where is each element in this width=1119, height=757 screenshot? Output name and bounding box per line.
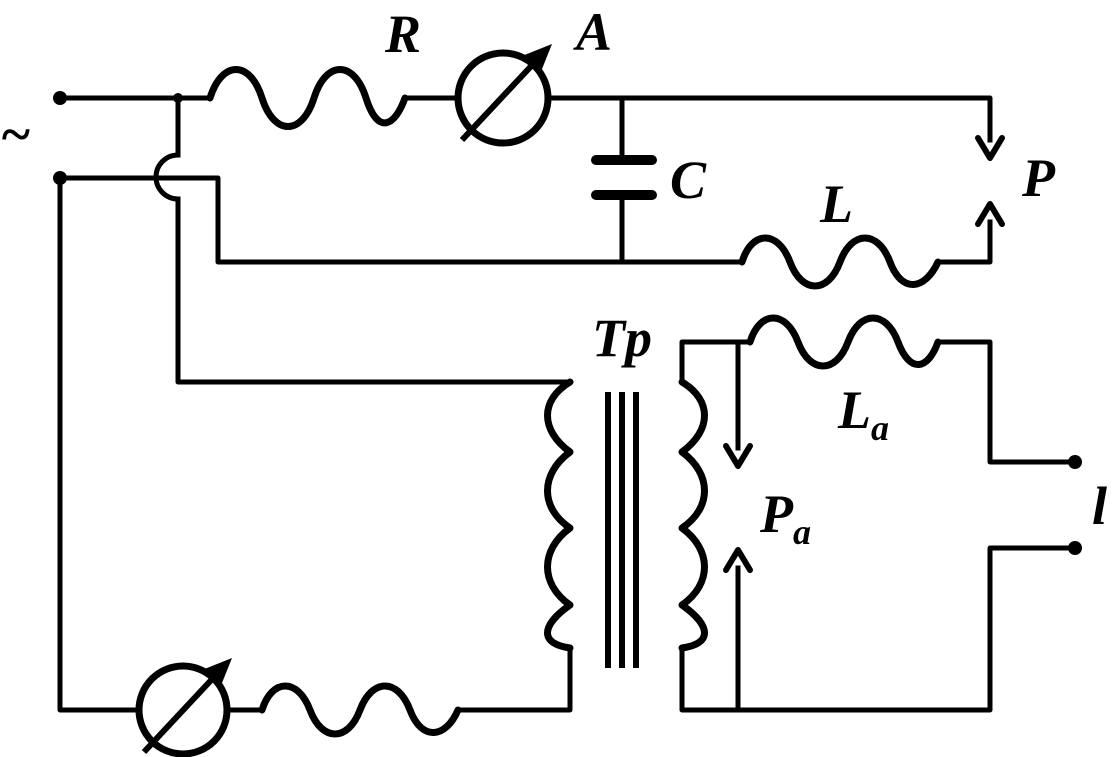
wire-primary-bottom: [455, 645, 573, 713]
antenna-inductor-label: La: [837, 380, 889, 448]
inductor-l: [738, 234, 942, 290]
inductor-label: L: [819, 174, 853, 234]
inductor-la: [746, 314, 942, 370]
transformer-label: Tp: [592, 308, 652, 368]
wire-la-to-line: [935, 339, 1078, 465]
wire-secondary-bottom: [679, 545, 1078, 713]
wire-primary-feed: [175, 196, 573, 385]
line-terminal-bottom: [1068, 541, 1082, 555]
transformer-secondary-coil: [678, 378, 708, 652]
line-label: l: [1092, 476, 1107, 536]
ammeter-label: A: [573, 2, 612, 62]
spark-gap-label: P: [1021, 148, 1056, 208]
resistor-r: [206, 66, 409, 130]
resistor-label: R: [384, 4, 421, 64]
spark-gap-arrow-top: [975, 135, 1005, 161]
pa-arrow-bottom: [723, 547, 753, 573]
spark-gap-arrow-bottom: [975, 201, 1005, 227]
transformer-primary-coil: [544, 378, 574, 652]
resistor-bottom: [258, 682, 462, 738]
wire-secondary-top: [679, 339, 753, 385]
ammeter-bottom: [135, 658, 232, 757]
pa-arrow-top: [723, 443, 753, 469]
wire-l-to-gap: [935, 219, 993, 265]
ammeter-a: [454, 44, 552, 147]
wire-source-return: [57, 175, 143, 713]
line-terminal-top: [1068, 455, 1082, 469]
capacitor-label: C: [670, 150, 707, 210]
antenna-gap-label: Pa: [759, 484, 811, 552]
wire-top-right: [545, 95, 993, 143]
transformer-core: [605, 392, 639, 668]
source-label: ~: [0, 104, 31, 164]
wire-second-rail: [57, 175, 745, 265]
